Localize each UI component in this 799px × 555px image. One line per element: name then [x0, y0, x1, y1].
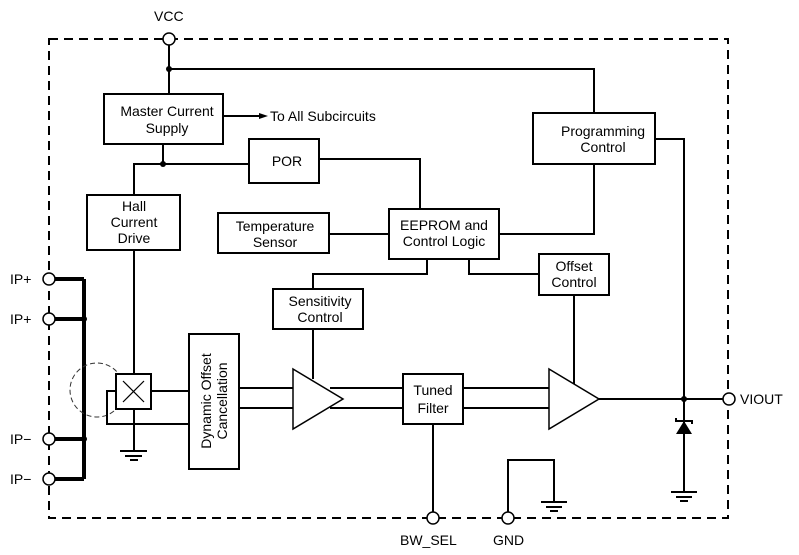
block-sensitivity-control: Sensitivity Control — [272, 288, 364, 330]
wire-eeprom-to-offset — [468, 259, 539, 275]
pin-label-vcc: VCC — [154, 8, 184, 24]
pin-label-ip-plus-1: IP+ — [10, 271, 31, 287]
pin-label-ip-minus-1: IP− — [10, 431, 31, 447]
doc-line2: Cancellation — [214, 362, 230, 439]
block-eeprom-control-logic: EEPROM and Control Logic — [388, 208, 500, 260]
pin-vcc[interactable] — [162, 32, 176, 46]
hall-drive-line3: Drive — [118, 230, 151, 246]
tuned-filter-line1: Tuned — [413, 382, 452, 398]
wire-programming-to-viout — [655, 138, 685, 399]
block-dynamic-offset-cancellation: Dynamic Offset Cancellation — [188, 333, 240, 470]
wire-programming-to-eeprom — [499, 164, 595, 235]
hall-drive-line1: Hall — [122, 198, 146, 214]
wire-por-to-eeprom — [319, 158, 421, 209]
amplifier-1-icon — [292, 367, 345, 431]
sensitivity-line2: Control — [297, 309, 342, 325]
pin-ip-minus-2[interactable] — [42, 472, 56, 486]
wire-eeprom-to-sensitivity — [312, 259, 428, 289]
pin-bw-sel[interactable] — [426, 511, 440, 525]
master-current-supply-line1: Master Current — [120, 103, 213, 119]
block-tuned-filter: Tuned Filter — [402, 373, 464, 425]
pin-gnd[interactable] — [501, 511, 515, 525]
master-current-supply-line2: Supply — [146, 120, 189, 136]
pin-label-viout: VIOUT — [740, 391, 783, 407]
block-temperature-sensor: Temperature Sensor — [217, 212, 330, 254]
pin-ip-minus-1[interactable] — [42, 432, 56, 446]
block-master-current-supply: Master Current Supply — [103, 93, 224, 145]
ground-icon — [541, 501, 567, 512]
block-hall-current-drive: Hall Current Drive — [86, 194, 181, 251]
temp-sensor-line1: Temperature — [236, 218, 315, 234]
pin-label-ip-plus-2: IP+ — [10, 311, 31, 327]
eeprom-line1: EEPROM and — [400, 217, 488, 233]
wire-hall-out-bottom — [106, 390, 189, 425]
hall-element-icon — [115, 373, 152, 410]
por-label: POR — [272, 153, 302, 169]
eeprom-line2: Control Logic — [403, 233, 486, 249]
ground-icon — [671, 491, 697, 502]
amplifier-2-icon — [548, 367, 601, 431]
arrow-head-icon — [259, 113, 268, 119]
pin-label-gnd: GND — [493, 532, 524, 548]
programming-line2: Control — [580, 139, 625, 155]
block-por: POR — [248, 138, 320, 184]
tuned-filter-line2: Filter — [417, 400, 448, 416]
wire-bias-bus — [133, 163, 249, 195]
node-bias — [160, 161, 166, 167]
primary-current-path — [49, 277, 87, 481]
zener-diode-icon — [675, 418, 693, 434]
hall-drive-line2: Current — [111, 214, 158, 230]
ground-icon — [120, 450, 147, 461]
wire-gnd — [507, 459, 555, 512]
doc-line1: Dynamic Offset — [198, 353, 214, 449]
programming-line1: Programming — [561, 123, 645, 139]
offset-control-line2: Control — [551, 274, 596, 290]
pin-label-bw-sel: BW_SEL — [400, 532, 457, 548]
to-all-subcircuits-label: To All Subcircuits — [270, 108, 376, 124]
wire-vcc-to-programming — [169, 68, 595, 113]
offset-control-line1: Offset — [555, 258, 592, 274]
block-offset-control: Offset Control — [538, 253, 610, 296]
pin-label-ip-minus-2: IP− — [10, 471, 31, 487]
block-programming-control: Programming Control — [532, 112, 656, 165]
pin-ip-plus-1[interactable] — [42, 272, 56, 286]
sensitivity-line1: Sensitivity — [288, 293, 351, 309]
pin-ip-plus-2[interactable] — [42, 312, 56, 326]
temp-sensor-line2: Sensor — [253, 234, 298, 250]
pin-viout[interactable] — [722, 392, 736, 406]
